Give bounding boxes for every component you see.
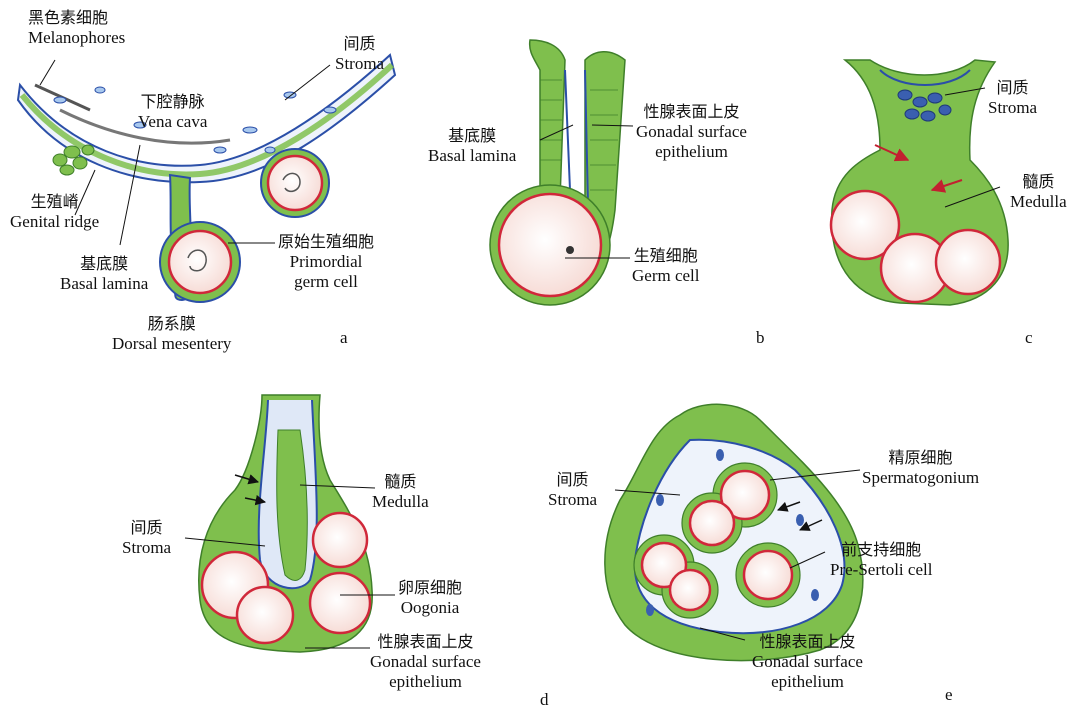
svg-text:*: *	[570, 113, 577, 129]
panel-c-drawing	[831, 60, 1008, 305]
panel-b-drawing: *	[490, 40, 625, 305]
label-spermatogonium: 精原细胞 Spermatogonium	[862, 448, 979, 488]
label-gonadal-surface-epithelium-d: 性腺表面上皮 Gonadal surface epithelium	[370, 632, 481, 692]
panel-letter-c: c	[1025, 328, 1033, 348]
label-basal-lamina-b: 基底膜 Basal lamina	[428, 126, 516, 166]
label-stroma-d: 间质 Stroma	[122, 518, 171, 558]
panel-letter-b: b	[756, 328, 765, 348]
label-oogonia: 卵原细胞 Oogonia	[398, 578, 462, 618]
label-genital-ridge: 生殖嵴 Genital ridge	[10, 192, 99, 232]
label-medulla-c: 髓质 Medulla	[1010, 172, 1067, 212]
label-medulla-d: 髓质 Medulla	[372, 472, 429, 512]
label-gonadal-surface-epithelium-e: 性腺表面上皮 Gonadal surface epithelium	[752, 632, 863, 692]
label-stroma-c: 间质 Stroma	[988, 78, 1037, 118]
panel-letter-e: e	[945, 685, 953, 705]
panel-letter-d: d	[540, 690, 549, 710]
label-basal-lamina-a: 基底膜 Basal lamina	[60, 254, 148, 294]
label-pre-sertoli-cell: 前支持细胞 Pre-Sertoli cell	[830, 540, 932, 580]
label-germ-cell: 生殖细胞 Germ cell	[632, 246, 700, 286]
label-stroma-a: 间质 Stroma	[335, 34, 384, 74]
panel-letter-a: a	[340, 328, 348, 348]
panel-e-drawing	[605, 404, 863, 660]
label-stroma-e: 间质 Stroma	[548, 470, 597, 510]
label-gonadal-surface-epithelium-b: 性腺表面上皮 Gonadal surface epithelium	[636, 102, 747, 162]
label-vena-cava: 下腔静脉 Vena cava	[138, 92, 207, 132]
panel-d-drawing	[199, 395, 372, 652]
label-dorsal-mesentery: 肠系膜 Dorsal mesentery	[112, 314, 231, 354]
label-primordial-germ-cell: 原始生殖细胞 Primordial germ cell	[278, 232, 374, 292]
label-melanophores: 黑色素细胞 Melanophores	[28, 8, 125, 48]
